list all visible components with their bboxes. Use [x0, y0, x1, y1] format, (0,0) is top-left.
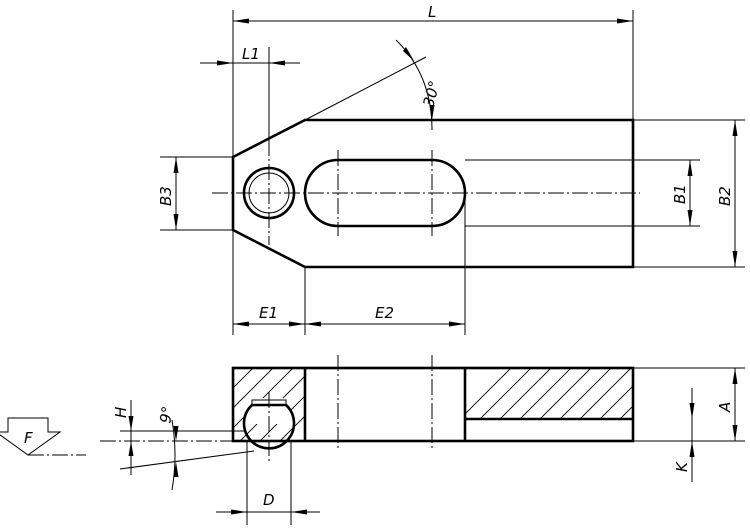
- label-angle-9: 9°: [156, 405, 177, 425]
- dimension-H: H: [112, 400, 245, 475]
- label-F: F: [24, 429, 33, 447]
- label-D: D: [263, 491, 275, 509]
- label-L1: L1: [242, 45, 260, 63]
- label-B2: B2: [716, 186, 734, 206]
- label-L: L: [428, 3, 436, 21]
- dimension-angle-30: 30°: [304, 39, 444, 131]
- label-K: K: [673, 461, 691, 472]
- section-view: [100, 355, 635, 462]
- hatch-right: [465, 368, 634, 419]
- dimension-D: D: [216, 441, 320, 525]
- dimension-E1-E2: E1 E2: [232, 193, 466, 335]
- label-B3: B3: [157, 186, 175, 206]
- label-E1: E1: [259, 304, 278, 322]
- dimension-L1: L1: [200, 45, 300, 157]
- force-arrow-icon: [0, 417, 62, 456]
- top-view-centerlines: [212, 140, 640, 245]
- ball: [242, 403, 296, 450]
- label-B1: B1: [671, 184, 689, 204]
- label-H: H: [112, 407, 130, 418]
- clamp-outline-section: [231, 366, 635, 443]
- dimension-B3: B3: [157, 156, 233, 231]
- dimension-B2: B2: [633, 119, 745, 268]
- dimension-K: K: [673, 388, 695, 482]
- dimension-angle-9: 9°: [119, 405, 255, 491]
- label-E2: E2: [375, 304, 394, 322]
- force-arrow-F: F: [0, 417, 86, 456]
- dimension-B1: B1: [671, 160, 693, 226]
- label-A: A: [716, 402, 734, 413]
- dimension-L: L: [232, 3, 634, 157]
- dimension-A: A: [633, 367, 745, 442]
- label-angle-30: 30°: [419, 79, 443, 109]
